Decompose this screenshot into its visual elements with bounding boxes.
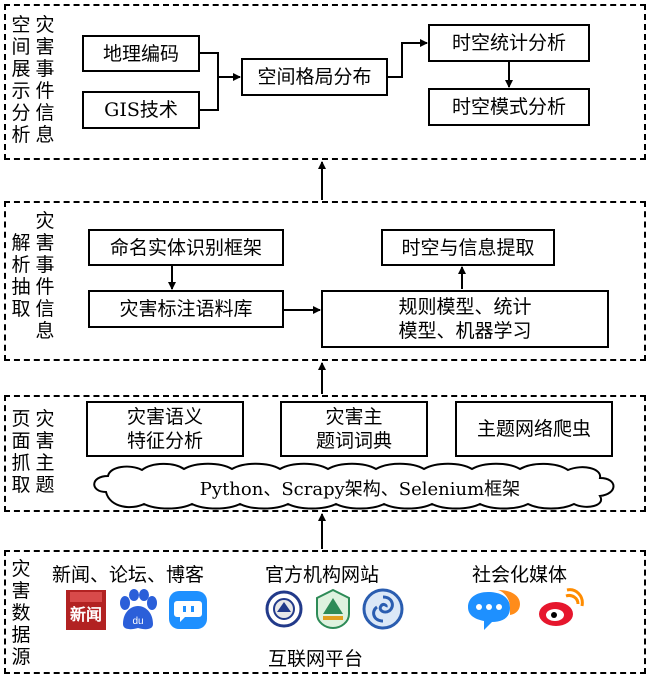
models-box: 规则模型、统计 模型、机器学习 xyxy=(321,290,609,348)
stat-analysis-box: 时空统计分析 xyxy=(428,24,590,62)
pattern-analysis-box: 时空模式分析 xyxy=(428,88,590,126)
geo-coding-box: 地理编码 xyxy=(82,35,200,72)
dictionary-box: 灾害主 题词词典 xyxy=(280,401,428,457)
crawl-title-2: 灾害主题 xyxy=(35,408,55,496)
baidu-paw-icon: du xyxy=(120,589,157,630)
source-title: 灾害数据源 xyxy=(11,558,31,668)
layer-display xyxy=(4,4,646,160)
weather-swirl-icon xyxy=(362,588,404,630)
tools-cloud xyxy=(93,462,615,510)
svg-text:du: du xyxy=(132,616,143,627)
ner-framework-box: 命名实体识别框架 xyxy=(88,229,284,266)
parse-title-2: 灾害事件信息 xyxy=(35,210,55,342)
crawl-title: 页面抓取 xyxy=(11,408,31,496)
layer-crawl xyxy=(4,395,646,512)
display-title: 空间展示分析 xyxy=(11,14,31,146)
news-group-label: 新闻、论坛、博客 xyxy=(52,564,205,586)
message-bubbles-icon xyxy=(468,590,520,630)
official-group-label: 官方机构网站 xyxy=(265,564,380,586)
platform-label: 互联网平台 xyxy=(268,648,364,670)
crawler-box: 主题网络爬虫 xyxy=(455,401,613,457)
layer-parse xyxy=(4,201,646,361)
extraction-box: 时空与信息提取 xyxy=(381,229,555,266)
layer-source xyxy=(4,550,646,674)
weibo-icon xyxy=(539,588,584,626)
corpus-box: 灾害标注语料库 xyxy=(88,290,284,328)
semantic-box: 灾害语义 特征分析 xyxy=(86,401,244,457)
social-group-label: 社会化媒体 xyxy=(472,564,568,586)
forum-chat-icon xyxy=(169,591,207,629)
news-app-icon: 新闻 xyxy=(66,590,106,630)
official-seal-icon-2 xyxy=(316,588,350,630)
gis-tech-box: GIS技术 xyxy=(82,91,200,129)
parse-title: 解析抽取 xyxy=(11,232,31,320)
official-seal-icon-1 xyxy=(265,590,303,628)
cloud-text: Python、Scrapy架构、Selenium框架 xyxy=(199,479,521,500)
spatial-pattern-box: 空间格局分布 xyxy=(241,58,388,96)
display-title-2: 灾害事件信息 xyxy=(35,14,55,146)
